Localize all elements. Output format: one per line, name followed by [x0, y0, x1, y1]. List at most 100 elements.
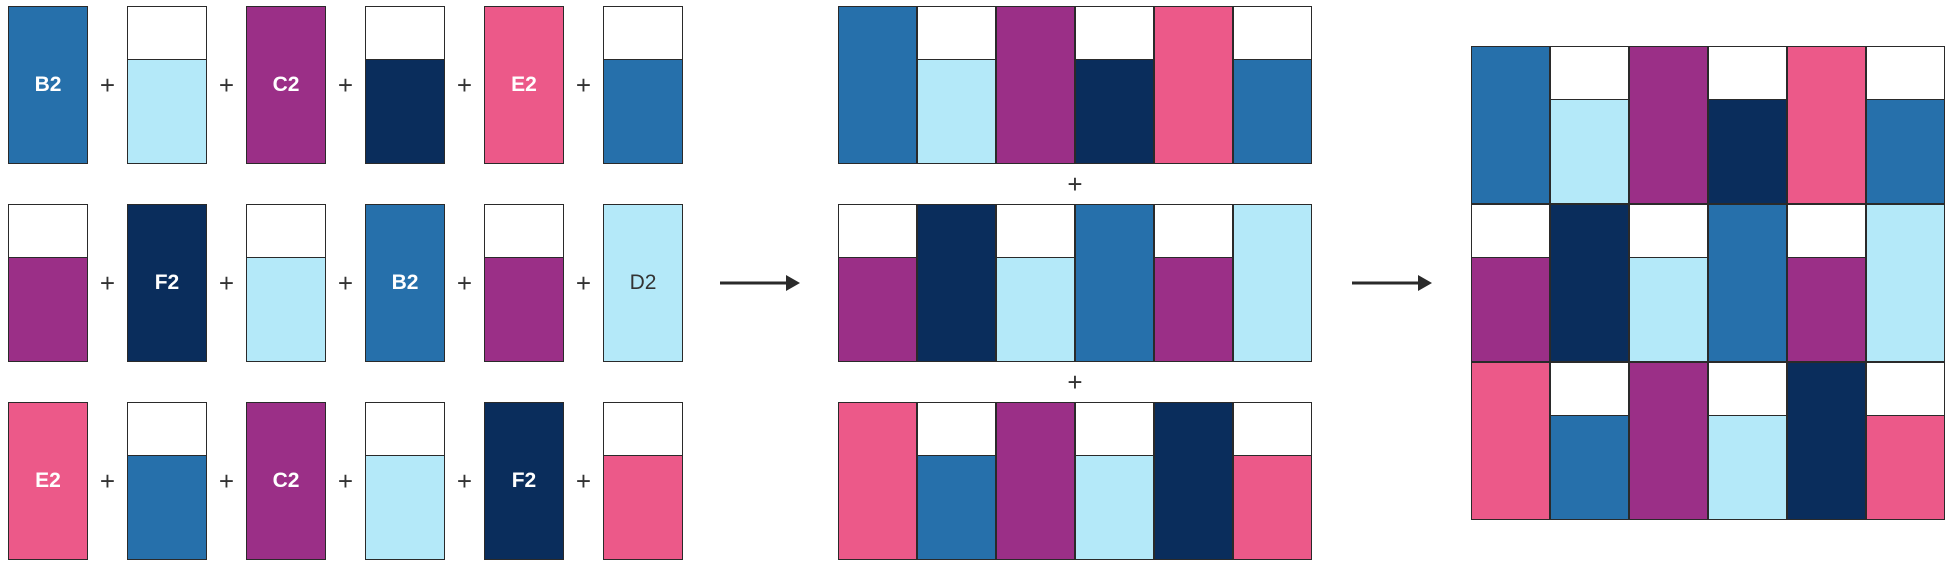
plus-sign: +: [218, 268, 235, 298]
final-block-r3-c1: [1471, 362, 1550, 520]
empty-segment: [918, 403, 995, 455]
left-block-r1-c3: C2: [246, 6, 326, 164]
middle-block-r3-c2: [917, 402, 996, 560]
block-label: D2: [629, 271, 657, 294]
filled-segment: [604, 455, 682, 559]
middle-block-r1-c3: [996, 6, 1075, 164]
filled-segment: [9, 257, 87, 361]
arrow-right-icon: [1352, 275, 1432, 291]
plus-sign: +: [456, 466, 473, 496]
left-block-r2-c1: [8, 204, 88, 362]
empty-segment: [366, 403, 444, 455]
empty-segment: [1709, 363, 1786, 415]
plus-sign: +: [1067, 367, 1083, 397]
middle-block-r1-c2: [917, 6, 996, 164]
middle-block-r2-c4: [1075, 204, 1154, 362]
empty-segment: [918, 7, 995, 59]
left-block-r3-c6: [603, 402, 683, 560]
filled-segment: [485, 257, 563, 361]
middle-block-r1-c6: [1233, 6, 1312, 164]
filled-segment: [1788, 257, 1865, 361]
final-block-r2-c6: [1866, 204, 1945, 362]
empty-segment: [1788, 205, 1865, 257]
filled-segment: [997, 257, 1074, 361]
filled-segment: [1630, 257, 1707, 361]
empty-segment: [366, 7, 444, 59]
block-label: E2: [511, 73, 537, 96]
middle-block-r2-c6: [1233, 204, 1312, 362]
left-block-r1-c5: E2: [484, 6, 564, 164]
left-block-r3-c5: F2: [484, 402, 564, 560]
filled-segment: [366, 59, 444, 163]
empty-segment: [604, 7, 682, 59]
plus-sign: +: [99, 70, 116, 100]
empty-segment: [604, 403, 682, 455]
final-block-r2-c4: [1708, 204, 1787, 362]
block-label: B2: [391, 271, 419, 294]
filled-segment: [839, 257, 916, 361]
empty-segment: [1155, 205, 1232, 257]
empty-segment: [1867, 47, 1944, 99]
filled-segment: [918, 455, 995, 559]
middle-block-r3-c3: [996, 402, 1075, 560]
final-block-r1-c6: [1866, 46, 1945, 204]
empty-segment: [247, 205, 325, 257]
filled-segment: [1234, 455, 1311, 559]
middle-block-r2-c1: [838, 204, 917, 362]
left-block-r1-c6: [603, 6, 683, 164]
middle-block-r1-c1: [838, 6, 917, 164]
empty-segment: [1551, 363, 1628, 415]
empty-segment: [1551, 47, 1628, 99]
left-block-r2-c5: [484, 204, 564, 362]
left-block-r3-c2: [127, 402, 207, 560]
final-block-r1-c3: [1629, 46, 1708, 204]
final-block-r3-c5: [1787, 362, 1866, 520]
left-block-r2-c6: D2: [603, 204, 683, 362]
filled-segment: [1234, 59, 1311, 163]
final-block-r1-c1: [1471, 46, 1550, 204]
block-label: F2: [511, 469, 537, 492]
filled-segment: [604, 59, 682, 163]
middle-block-r1-c4: [1075, 6, 1154, 164]
middle-block-r3-c5: [1154, 402, 1233, 560]
filled-segment: [128, 59, 206, 163]
plus-sign: +: [218, 466, 235, 496]
block-label: C2: [272, 73, 300, 96]
left-block-r3-c3: C2: [246, 402, 326, 560]
filled-segment: [1076, 59, 1153, 163]
plus-sign: +: [337, 70, 354, 100]
plus-sign: +: [575, 466, 592, 496]
final-block-r2-c5: [1787, 204, 1866, 362]
filled-segment: [366, 455, 444, 559]
final-block-r3-c2: [1550, 362, 1629, 520]
plus-sign: +: [99, 268, 116, 298]
arrow-right-icon: [720, 275, 800, 291]
final-block-r2-c1: [1471, 204, 1550, 362]
left-block-r1-c4: [365, 6, 445, 164]
filled-segment: [1867, 99, 1944, 203]
empty-segment: [997, 205, 1074, 257]
filled-segment: [1155, 257, 1232, 361]
empty-segment: [1630, 205, 1707, 257]
block-label: C2: [272, 469, 300, 492]
empty-segment: [1076, 403, 1153, 455]
empty-segment: [9, 205, 87, 257]
final-block-r1-c4: [1708, 46, 1787, 204]
final-block-r1-c2: [1550, 46, 1629, 204]
block-label: F2: [154, 271, 180, 294]
plus-sign: +: [99, 466, 116, 496]
middle-block-r2-c3: [996, 204, 1075, 362]
plus-sign: +: [218, 70, 235, 100]
empty-segment: [839, 205, 916, 257]
middle-block-r3-c1: [838, 402, 917, 560]
final-block-r2-c2: [1550, 204, 1629, 362]
plus-sign: +: [575, 268, 592, 298]
empty-segment: [1234, 403, 1311, 455]
plus-sign: +: [337, 268, 354, 298]
empty-segment: [1867, 363, 1944, 415]
plus-sign: +: [337, 466, 354, 496]
left-block-r3-c1: E2: [8, 402, 88, 560]
empty-segment: [128, 7, 206, 59]
plus-sign: +: [1067, 169, 1083, 199]
